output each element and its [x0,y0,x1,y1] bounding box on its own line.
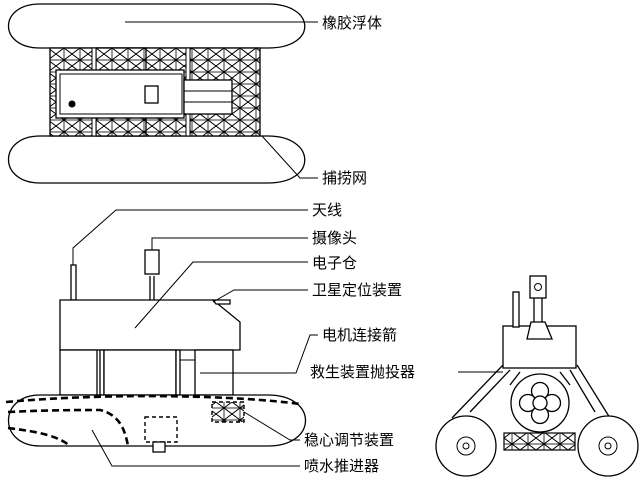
front-view [435,275,639,477]
lifesaving-launcher [510,373,570,433]
side-float [7,394,306,447]
label-lifesaving-launcher: 救生装置抛投器 [310,363,415,381]
top-view [7,3,306,184]
left-wheel [435,415,497,477]
label-water-jet: 喷水推进器 [304,457,379,475]
hull-body-top [55,69,233,119]
front-axle [503,432,576,451]
upper-float [7,3,306,49]
leader-lines [72,21,503,467]
label-stabilizer: 稳心调节装置 [304,431,394,449]
antenna [70,264,77,301]
camera [144,249,160,300]
front-camera [526,275,553,340]
right-wheel [577,415,639,477]
labels: 橡胶浮体 捕捞网 天线 摄像头 电子仓 卫星定位装置 电机连接箭 救生装置抛投器… [304,14,415,475]
label-catch-net: 捕捞网 [322,169,367,187]
label-camera: 摄像头 [312,229,357,247]
label-motor-connector: 电机连接箭 [322,326,397,344]
lower-float [7,135,306,184]
label-antenna: 天线 [312,201,342,219]
label-electronics-bay: 电子仓 [312,254,357,272]
front-antenna [512,291,520,328]
label-rubber-float: 橡胶浮体 [322,14,382,32]
label-gps-device: 卫星定位装置 [312,281,402,299]
front-frame [451,364,611,419]
side-view [5,249,306,453]
electronics-bay [59,299,241,351]
water-jet [5,394,301,448]
gps-device [211,299,231,305]
